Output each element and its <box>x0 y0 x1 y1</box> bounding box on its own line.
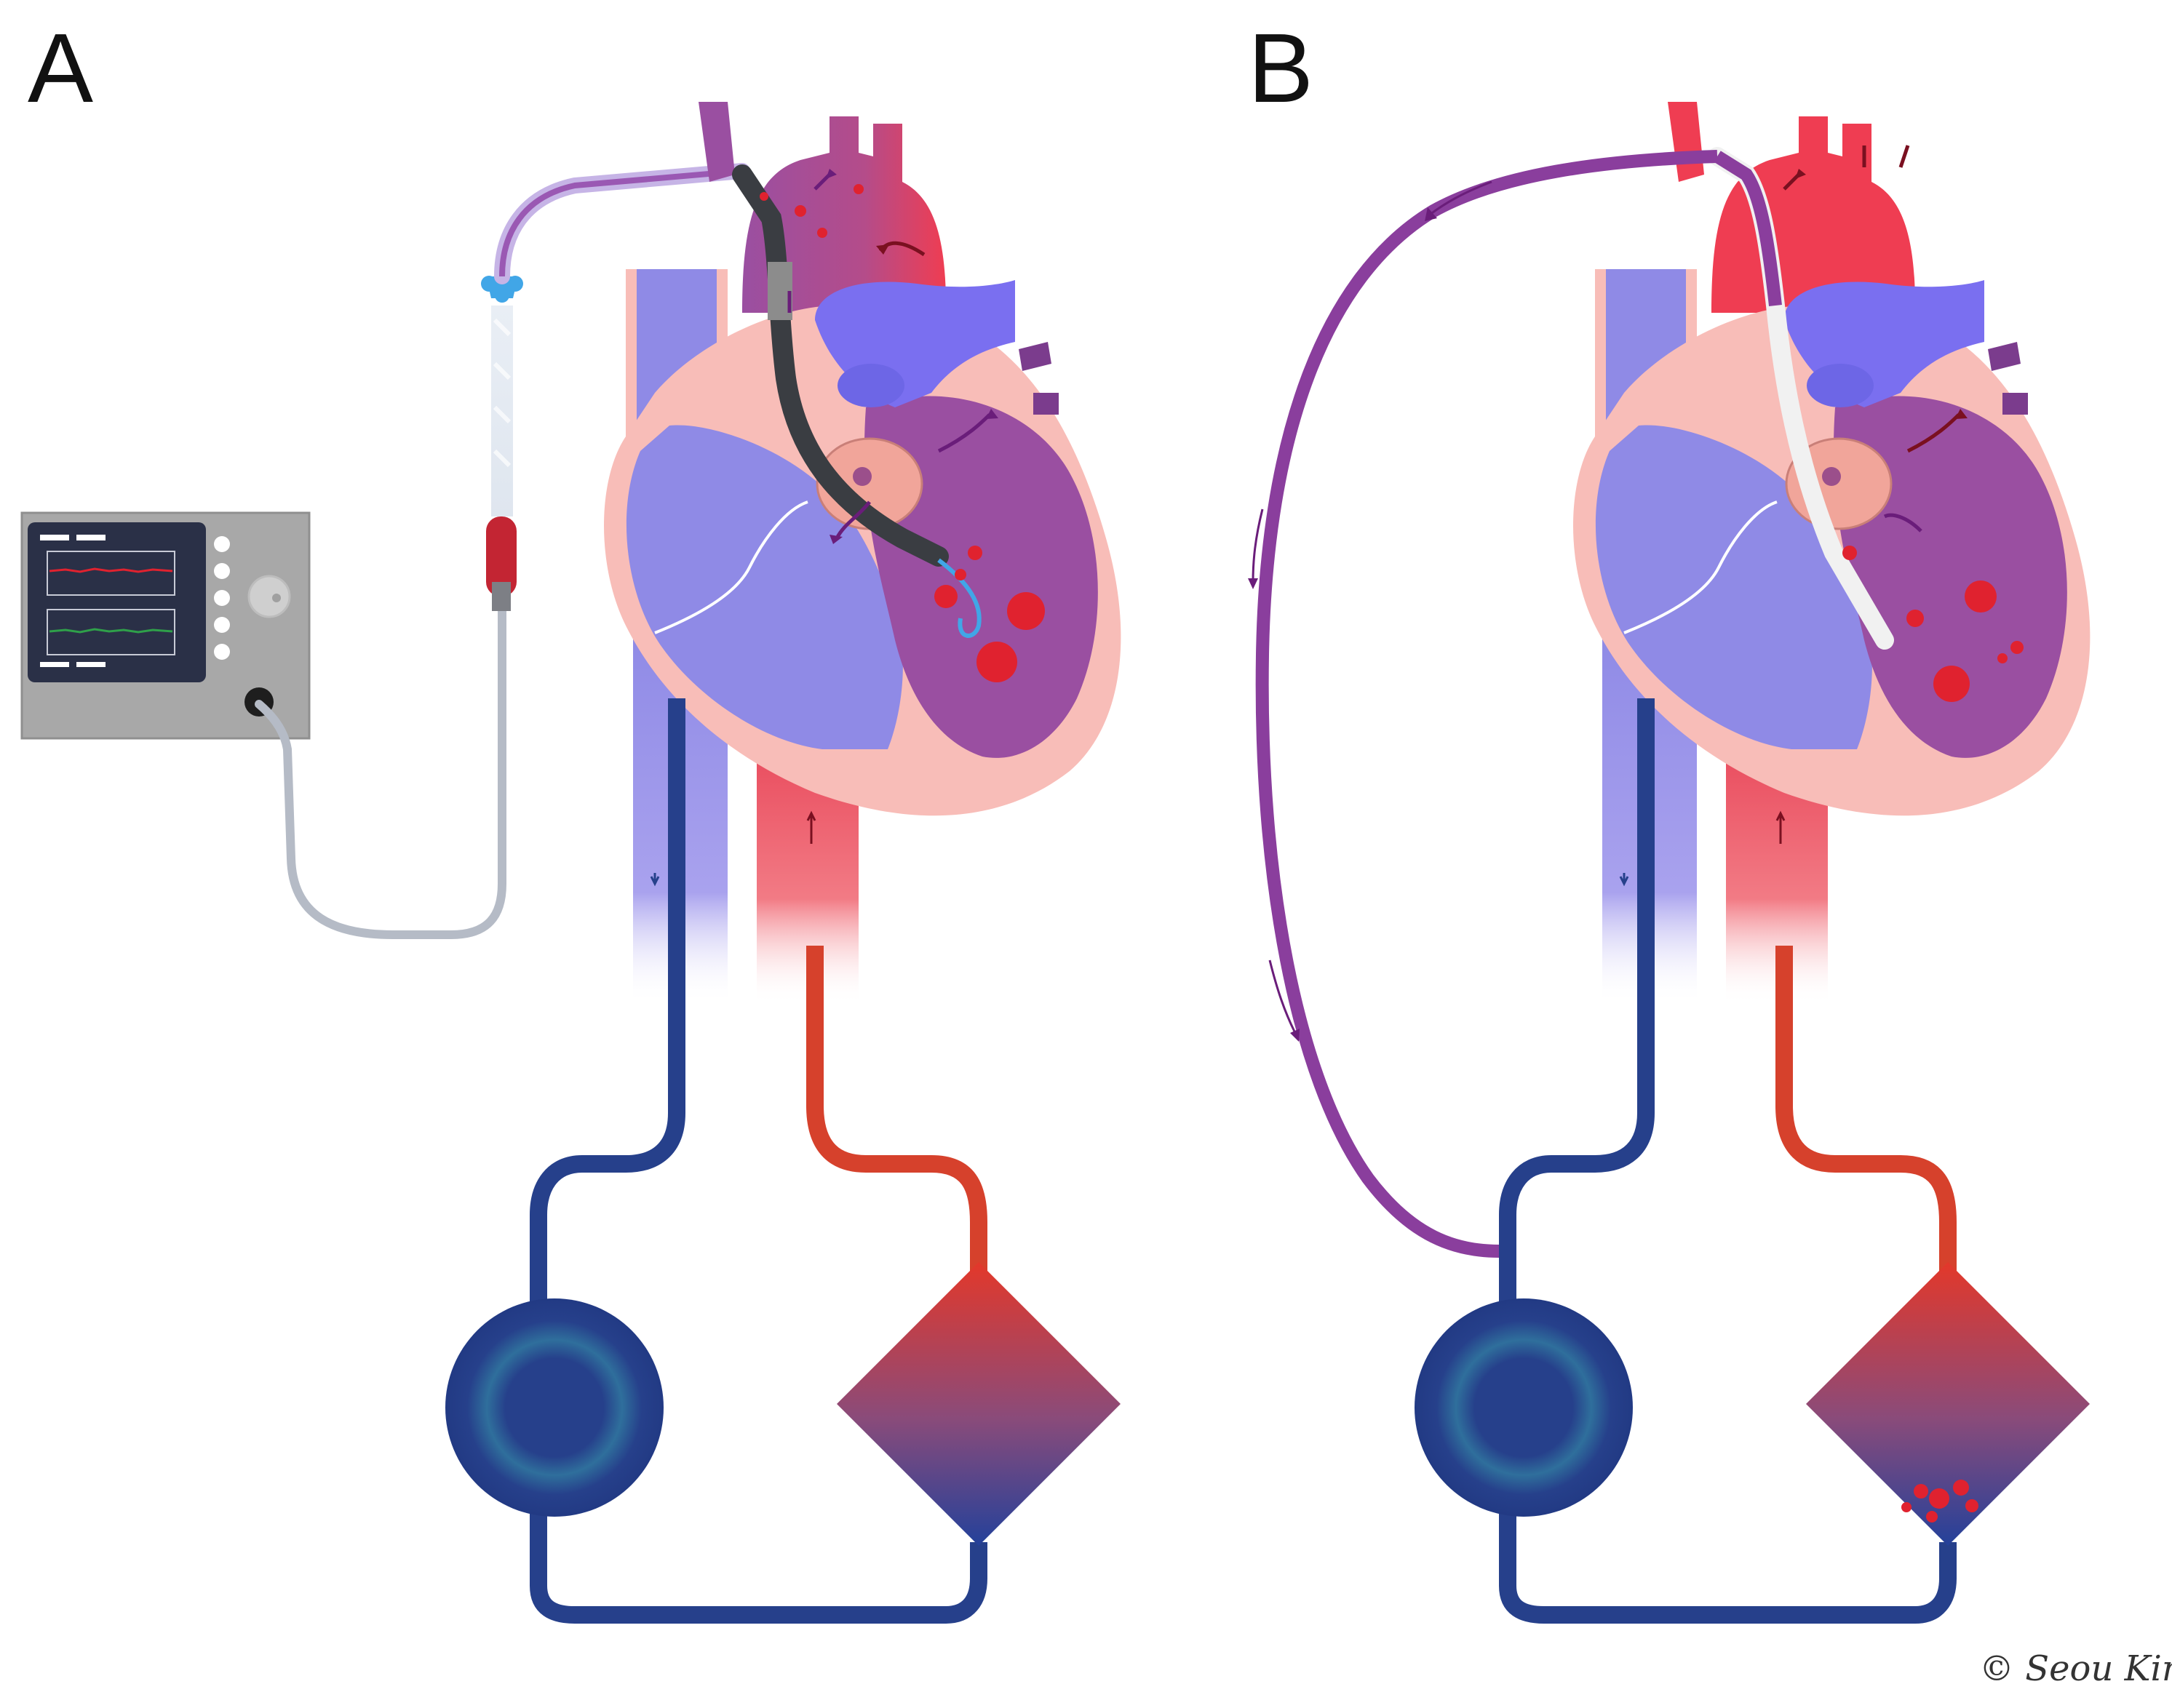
oxygenator-b <box>1806 1262 2090 1546</box>
arterial-cannula-a <box>806 946 987 1273</box>
pressure-transducer <box>486 516 517 596</box>
panel-b <box>1573 102 2091 1004</box>
arterial-cannula-b <box>1775 946 1957 1273</box>
venous-cannula-a <box>530 698 685 1309</box>
descending-aorta-b <box>1726 742 1828 1004</box>
venting-catheter-a <box>732 164 949 567</box>
stopcock-connector <box>481 276 523 303</box>
descending-aorta-a <box>757 742 859 1004</box>
monitor-buttons <box>214 536 230 660</box>
clots-b <box>1842 546 2024 702</box>
catheter-tubing <box>491 306 513 516</box>
shunt-loop-b <box>1248 150 1718 1258</box>
monitor-dial <box>247 575 291 618</box>
copyright-signature: © Seou Kim <box>1979 1648 2172 1689</box>
ecmo-circuit-a <box>445 698 1121 1624</box>
monitor-cable <box>255 570 506 939</box>
venous-cannula-b <box>1499 698 1655 1309</box>
clots-a <box>760 184 1045 682</box>
ecmo-circuit-b <box>1415 698 2090 1624</box>
shunt-tube-b <box>1255 150 1718 1258</box>
venting-catheter-line <box>494 163 750 284</box>
centrifugal-pump-b <box>1415 1298 1633 1517</box>
panel-label-b: B <box>1248 13 1313 123</box>
panel-label-a: A <box>28 13 93 123</box>
waveform-green <box>49 628 173 634</box>
oxygenator-a <box>837 1262 1121 1546</box>
oxygenator-clots-b <box>1901 1480 1978 1523</box>
monitor-device <box>20 511 311 740</box>
panel-a <box>20 102 1121 1004</box>
monitor-screen <box>28 522 206 682</box>
waveform-red <box>49 567 173 573</box>
centrifugal-pump-a <box>445 1298 664 1517</box>
